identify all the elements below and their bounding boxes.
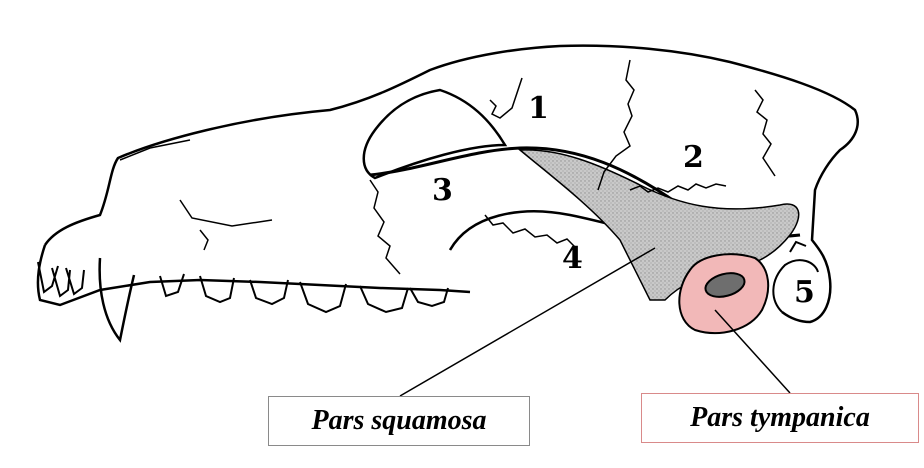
pars-tympanica-label: Pars tympanica	[641, 393, 919, 443]
tympanica-leader-line	[715, 310, 790, 393]
label-number-5: 5	[794, 278, 815, 308]
label-number-4: 4	[562, 244, 583, 274]
label-number-1: 1	[528, 94, 549, 124]
pars-squamosa-label: Pars squamosa	[268, 396, 530, 446]
canine	[100, 258, 134, 340]
label-number-2: 2	[683, 143, 704, 173]
orbit	[364, 90, 505, 178]
incisors	[38, 262, 84, 296]
squamosa-leader-line	[400, 248, 655, 396]
label-number-3: 3	[432, 176, 453, 206]
